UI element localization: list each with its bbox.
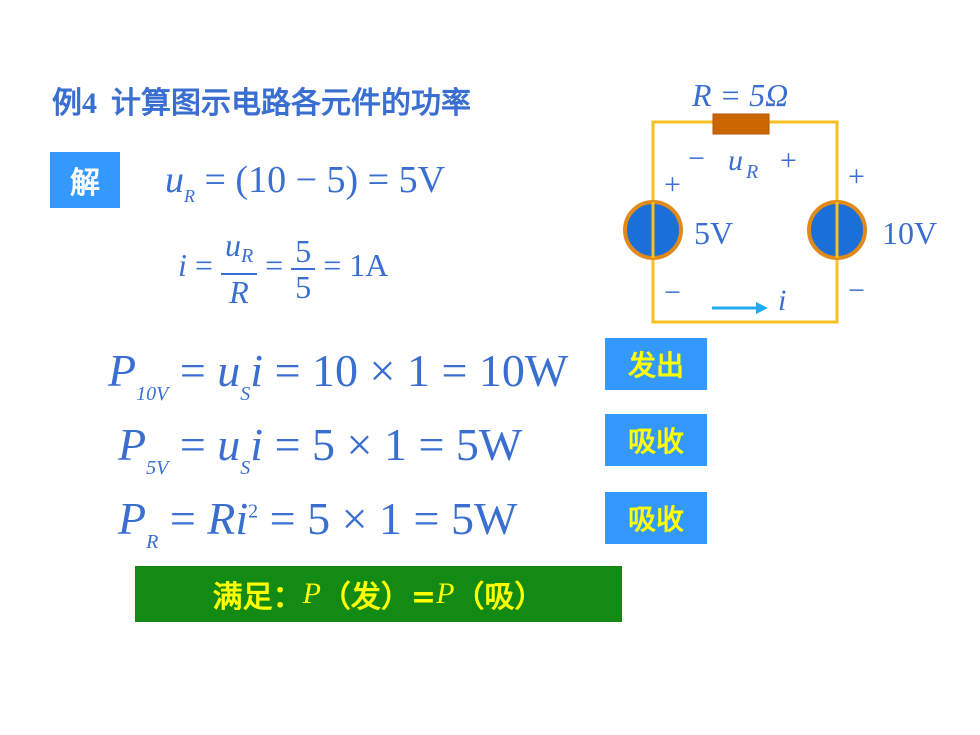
i-den2: 5 <box>295 268 312 305</box>
right-source-label: 10V <box>882 215 937 251</box>
ur-label: u <box>728 144 743 177</box>
pr-var: P <box>118 493 147 544</box>
summary-mid2: （吸） <box>454 580 545 615</box>
summary-p2: P <box>436 577 455 610</box>
equation-ur: uR = (10 − 5) = 5V <box>165 158 445 207</box>
p10-eq: = <box>168 345 218 396</box>
i-rhs: = 1A <box>315 246 389 283</box>
page-title: 例4 计算图示电路各元件的功率 <box>52 78 471 122</box>
summary-prefix: 满足： <box>212 580 303 615</box>
current-arrowhead-icon <box>756 302 768 314</box>
left-source-label: 5V <box>694 215 733 251</box>
equation-p10v: P10V = uSi = 10 × 1 = 10W <box>108 344 568 406</box>
p5-sub: 5V <box>146 457 169 479</box>
i-num-var: u <box>224 227 241 263</box>
right-plus: + <box>848 160 865 193</box>
ur-minus: − <box>688 142 705 175</box>
badge-p10-emit: 发出 <box>605 338 707 390</box>
ur-expr: = (10 − 5) = 5V <box>195 159 446 201</box>
ur-label-sub: R <box>745 161 758 183</box>
ur-plus: + <box>780 144 797 177</box>
badge-pr-absorb: 吸收 <box>605 492 707 544</box>
p10-us: u <box>217 345 241 396</box>
p5-us: u <box>217 419 241 470</box>
p10-sub: 10V <box>136 383 169 405</box>
badge-p5-absorb: 吸收 <box>605 414 707 466</box>
summary-mid1: （发）= <box>320 580 437 615</box>
p5-expr: = 5 × 1 = 5W <box>263 419 523 470</box>
i-eq1: = <box>186 246 221 283</box>
pr-sub: R <box>146 531 159 553</box>
title-text: 计算图示电路各元件的功率 <box>111 86 471 121</box>
p5-var: P <box>118 419 147 470</box>
circuit-diagram: R = 5Ω − u R + + − 5V + − 10V i <box>623 77 937 324</box>
pr-expr: = 5 × 1 = 5W <box>258 493 518 544</box>
ur-sub: R <box>184 186 195 206</box>
current-label: i <box>778 284 786 317</box>
i-lhs: i <box>178 246 187 283</box>
p10-us-sub: S <box>240 383 251 405</box>
ur-var: u <box>165 159 184 201</box>
p10-i: i <box>250 345 264 396</box>
equation-p5v: P5V = uSi = 5 × 1 = 5W <box>118 418 522 480</box>
example-number: 例4 <box>52 87 97 120</box>
pr-sup: 2 <box>248 500 259 523</box>
p5-us-sub: S <box>240 457 251 479</box>
i-num2: 5 <box>291 234 316 270</box>
i-eq2: = <box>257 246 292 283</box>
pr-eq: = <box>158 493 208 544</box>
summary-banner: 满足：P（发）=P（吸） <box>135 566 622 622</box>
i-num-sub: R <box>240 245 254 267</box>
p10-expr: = 10 × 1 = 10W <box>263 345 569 396</box>
pr-ri: Ri <box>207 493 249 544</box>
p10-var: P <box>108 345 137 396</box>
left-minus: − <box>664 276 681 309</box>
left-plus: + <box>664 168 681 201</box>
solution-label: 解 <box>50 152 120 208</box>
p5-eq: = <box>168 419 218 470</box>
resistor <box>712 113 770 135</box>
resistor-label: R = 5Ω <box>691 77 788 113</box>
equation-pr: PR = Ri2 = 5 × 1 = 5W <box>118 492 517 554</box>
p5-i: i <box>250 419 264 470</box>
i-den: R <box>229 274 249 310</box>
summary-p1: P <box>302 577 321 610</box>
right-minus: − <box>848 274 865 307</box>
